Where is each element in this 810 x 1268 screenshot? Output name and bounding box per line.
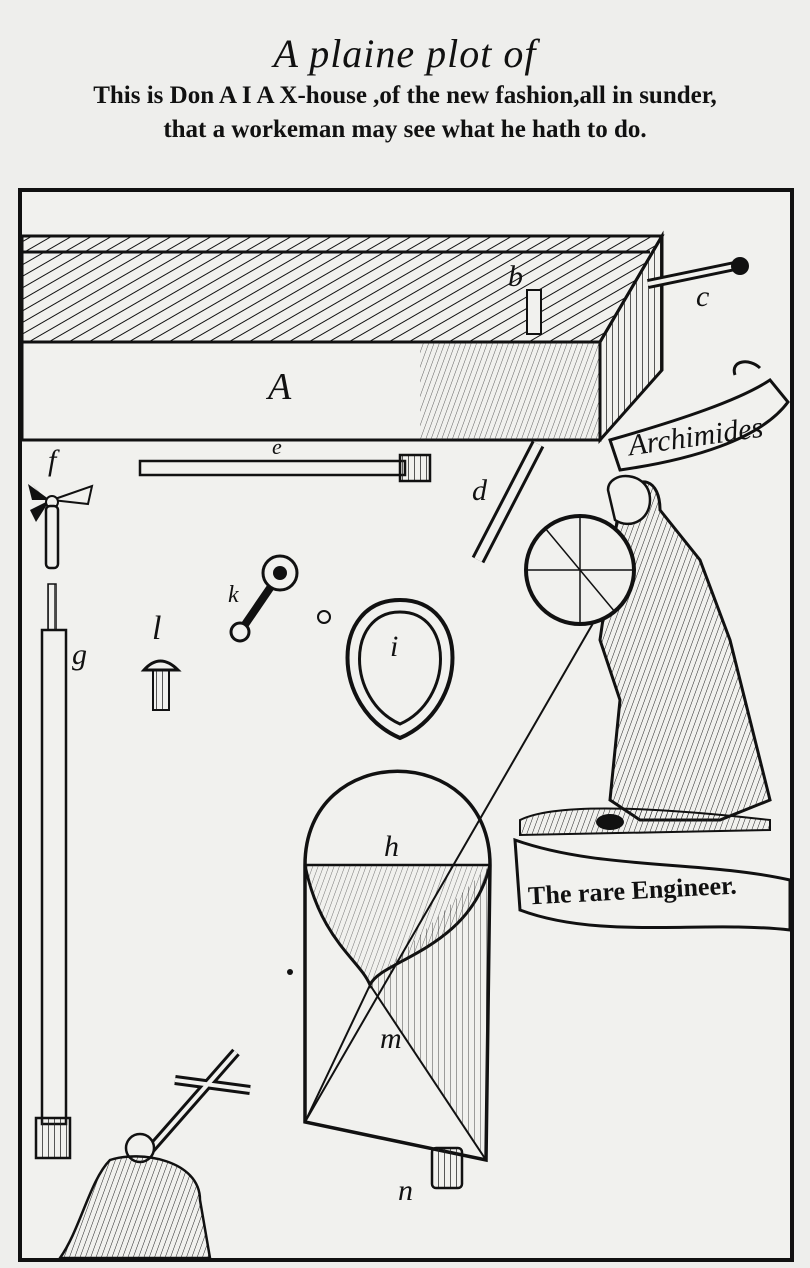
rod-g <box>34 583 72 1160</box>
post-b <box>526 289 542 335</box>
dot-marker <box>287 969 293 975</box>
rod-e <box>138 453 432 483</box>
cistern-box <box>20 230 665 444</box>
archimides-figure <box>519 474 772 837</box>
page-title: A plaine plot of <box>273 31 537 76</box>
label-d: d <box>472 474 487 507</box>
label-g: g <box>72 638 87 671</box>
vessel-h-m <box>303 579 619 1190</box>
label-f: f <box>48 444 57 477</box>
kneeling-surveyor <box>57 1048 251 1260</box>
caption-line-1: This is Don A I A X-house ,of the new fa… <box>93 82 717 109</box>
valve-k <box>229 554 331 643</box>
ring-i <box>345 597 455 741</box>
label-k: k <box>228 582 239 608</box>
label-b: b <box>508 260 523 293</box>
label-c: c <box>696 280 710 313</box>
label-n: n <box>398 1174 413 1207</box>
archimides-banner <box>608 360 790 472</box>
label-i: i <box>390 630 399 663</box>
engineer-banner <box>513 837 792 932</box>
pipe-c <box>646 257 749 289</box>
label-l: l <box>152 610 162 647</box>
handle-f <box>28 482 94 570</box>
screw-l <box>140 659 182 711</box>
pipe-d <box>471 440 545 564</box>
label-a: A <box>268 366 292 408</box>
label-m: m <box>380 1022 402 1055</box>
label-h: h <box>384 830 399 863</box>
label-e: e <box>272 434 282 459</box>
caption-line-2: that a workeman may see what he hath to … <box>163 116 647 143</box>
